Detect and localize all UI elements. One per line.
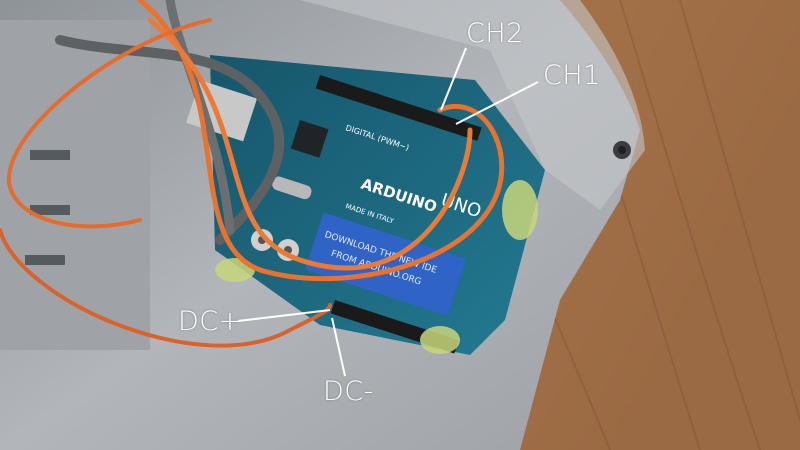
microcontroller — [290, 119, 329, 158]
mounting-pad — [420, 326, 460, 354]
dcminus-pointer — [331, 317, 346, 377]
ch2-pointer — [440, 47, 467, 111]
ch1-pointer — [455, 81, 539, 125]
mounting-pad — [502, 180, 538, 240]
cable-clamp — [0, 20, 150, 350]
orange-wire-loop — [6, 18, 212, 229]
dc-plus-label: DC+ — [178, 306, 242, 337]
orange-wire-dc — [0, 228, 332, 348]
dcplus-pointer — [237, 309, 331, 322]
orange-wire-ch — [137, 0, 505, 282]
orange-wire-ch — [147, 17, 473, 271]
digital-header — [315, 74, 482, 141]
enclosure-lid-edge — [300, 0, 645, 210]
dc-minus-label: DC- — [323, 376, 374, 407]
ch2-label: CH2 — [466, 18, 524, 49]
ch1-label: CH1 — [543, 60, 601, 91]
